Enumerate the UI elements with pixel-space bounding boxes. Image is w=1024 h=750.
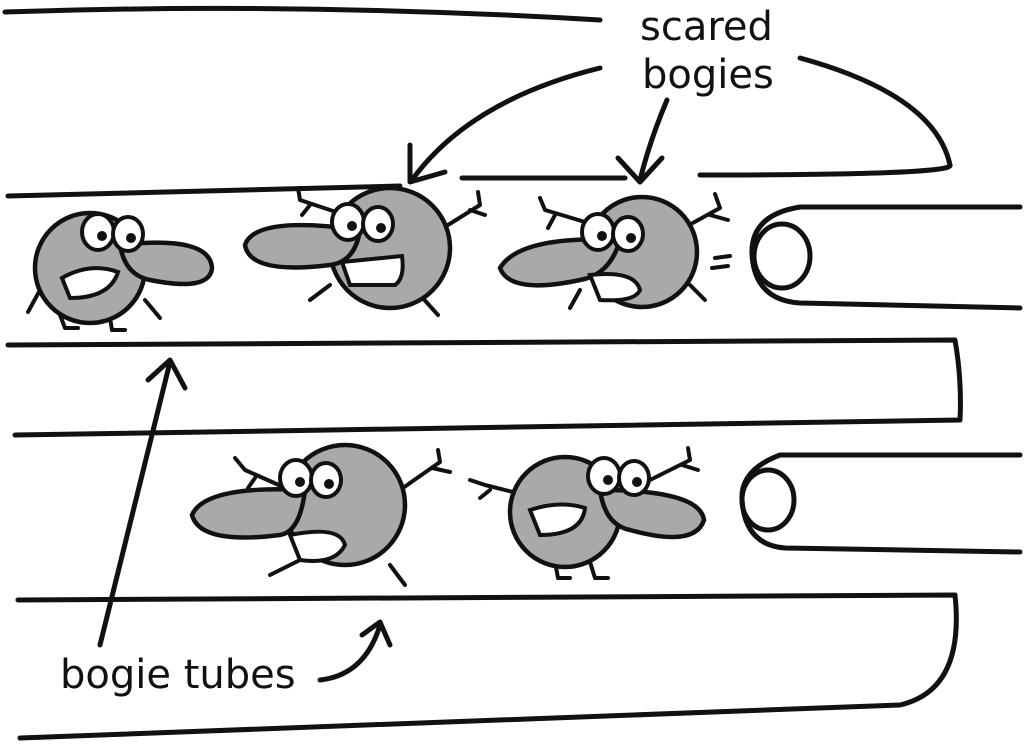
bogie-4 (189, 442, 452, 587)
arrow-scared-2 (615, 97, 670, 185)
lower-pipe-end (739, 452, 1023, 555)
top-wall (2, 5, 603, 23)
label-bracket (697, 55, 953, 178)
bogie-1 (26, 210, 215, 332)
upper-tube-bottom-divider (5, 337, 963, 438)
label-scared-line1: scared (640, 4, 773, 50)
arrow-tube-2 (317, 619, 393, 683)
upper-pipe-end (749, 204, 1023, 311)
bogie-3 (497, 192, 732, 310)
label-scared-line2: bogies (642, 52, 774, 98)
lower-tube-bottom-wall (15, 592, 959, 741)
bogie-5 (468, 446, 707, 580)
upper-tube-top-wall (5, 175, 628, 199)
arrow-scared-1 (407, 65, 603, 185)
label-bogie-tubes: bogie tubes (60, 652, 296, 698)
bogie-2 (242, 185, 487, 317)
arrow-tube-1 (97, 357, 188, 648)
